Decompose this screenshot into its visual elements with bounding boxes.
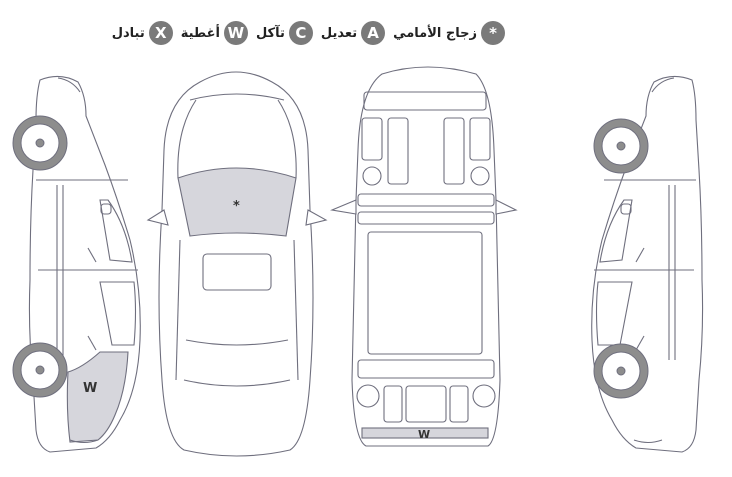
sunroof [202,253,272,291]
top-mirror-left [146,209,169,226]
plan-front-panel [363,91,487,111]
windshield-mark: * [233,199,240,214]
legend-item-windshield: * زجاج الأمامي [393,21,505,45]
rear-bumper[interactable] [361,427,489,439]
plan-rear-crossbar [357,359,495,379]
trunk-line [183,379,291,387]
hood-line-left [177,99,197,179]
legend-item-modification: A تعديل [320,21,386,45]
plan-body [351,66,501,447]
legend-item-covers: W أغطية [181,21,248,45]
plan-front-left-1 [361,117,383,161]
legend: * زجاج الأمامي A تعديل C تآكل W أغطية X … [110,20,505,46]
right-front-handle [635,247,645,263]
plan-center-panel [367,231,483,355]
right-rear-bumper-line [633,439,663,444]
right-rear-handle [635,335,645,351]
plan-front-right-2 [443,117,465,185]
plan-rear-right-wheel [472,384,496,408]
legend-label-modification: تعديل [320,25,358,41]
plan-rear-center-box [405,385,447,423]
legend-badge-corrosion: C [288,21,313,45]
right-front-hub [616,141,626,151]
plan-mirror-right [495,199,518,215]
left-rear-bumper-line [69,439,99,444]
right-rear-window [595,281,633,346]
top-mirror-right [305,209,328,226]
plan-rear-right-box [449,385,469,423]
plan-front-left-wheel [362,166,382,186]
left-front-handle [87,247,97,263]
plan-front-right-wheel [470,166,490,186]
left-rear-handle [87,335,97,351]
legend-label-corrosion: تآكل [255,25,285,41]
legend-label-windshield: زجاج الأمامي [393,25,477,41]
plan-rear-left-box [383,385,403,423]
left-front-window [99,199,133,263]
rear-bumper-mark: W [418,428,430,441]
car-right-side [591,75,704,453]
left-mirror [100,203,112,215]
legend-badge-modification: A [361,21,386,45]
car-top-view: * [146,71,328,457]
plan-crossbar-2 [357,211,495,225]
car-plan-view: W [330,66,518,447]
legend-badge-covers: W [223,21,248,45]
left-rear-hub [35,365,45,375]
legend-label-exchange: تبادل [111,25,145,41]
plan-mirror-left [330,199,357,215]
plan-front-left-2 [387,117,409,185]
plan-crossbar-1 [357,193,495,207]
legend-badge-exchange: X [148,21,173,45]
left-rear-window [99,281,137,346]
top-body [158,71,314,457]
legend-item-exchange: X تبادل [112,21,173,45]
hood-line-right [277,99,297,179]
plan-front-right-1 [469,117,491,161]
left-front-bumper-line [57,77,81,93]
right-mirror [620,203,632,215]
rear-window-top [185,339,289,346]
legend-badge-windshield: * [481,21,505,45]
legend-item-corrosion: C تآكل [256,21,313,45]
plan-rear-left-wheel [356,384,380,408]
roof-rail-right [293,239,299,381]
right-rear-hub [616,366,626,376]
right-front-bumper-line [651,77,675,93]
car-left-side: W [12,75,141,453]
right-front-window [599,199,633,263]
left-quarter-mark: W [83,381,97,396]
roof-rail-left [175,239,181,381]
legend-label-covers: أغطية [180,25,220,41]
front-bumper-top [189,93,285,101]
left-front-hub [35,138,45,148]
left-rear-quarter-panel[interactable] [66,351,129,443]
